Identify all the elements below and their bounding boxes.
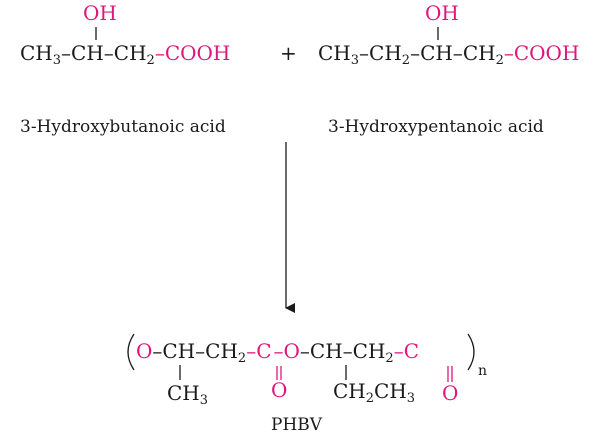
methyl-group: CH3: [167, 381, 208, 408]
reactant-2-name: 3-Hydroxypentanoic acid: [328, 117, 544, 137]
repeat-index: n: [478, 363, 487, 379]
reactant-1-name: 3-Hydroxybutanoic acid: [20, 117, 226, 137]
right-bracket: [467, 333, 475, 371]
plus-sign: +: [280, 41, 297, 65]
carbonyl-oxygen-2: O: [442, 381, 458, 405]
reactant-1-formula: CH3–CH–CH2–COOH: [20, 41, 230, 68]
left-bracket: [127, 333, 135, 371]
ethyl-group: CH2CH3: [333, 379, 415, 406]
hydroxyl-group-2: OH: [425, 1, 459, 25]
reactant-1-structure: OH CH3–CH–CH2–COOH: [20, 1, 230, 68]
product-name: PHBV: [271, 415, 323, 435]
product-structure: O–CH–CH2–C–O–CH–CH2–C n CH3 O CH2CH3 O: [127, 333, 487, 408]
hydroxyl-group: OH: [83, 1, 117, 25]
reactant-2-formula: CH3–CH2–CH–CH2–COOH: [318, 41, 579, 68]
reactant-2-structure: OH CH3–CH2–CH–CH2–COOH: [318, 1, 579, 68]
polymer-backbone: O–CH–CH2–C–O–CH–CH2–C: [136, 339, 419, 366]
carbonyl-oxygen-1: O: [271, 378, 287, 402]
